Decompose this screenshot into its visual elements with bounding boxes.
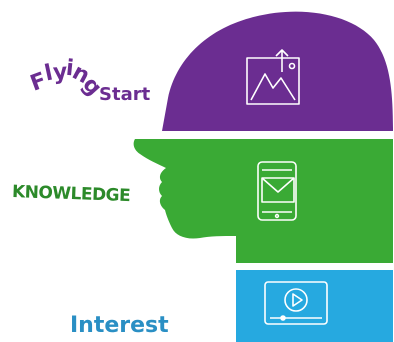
knowledge-label: KNOWLEDGE [11,182,131,207]
video-play-icon [264,281,328,325]
head-bottom-section [236,270,393,342]
head-middle-section [133,139,393,263]
start-label: Start [99,84,151,105]
interest-label: Interest [70,313,169,338]
phone-mail-icon [257,161,297,221]
head-top-section [162,11,393,132]
image-upload-icon [246,49,300,105]
flying-word: F l y i n g [0,0,394,120]
